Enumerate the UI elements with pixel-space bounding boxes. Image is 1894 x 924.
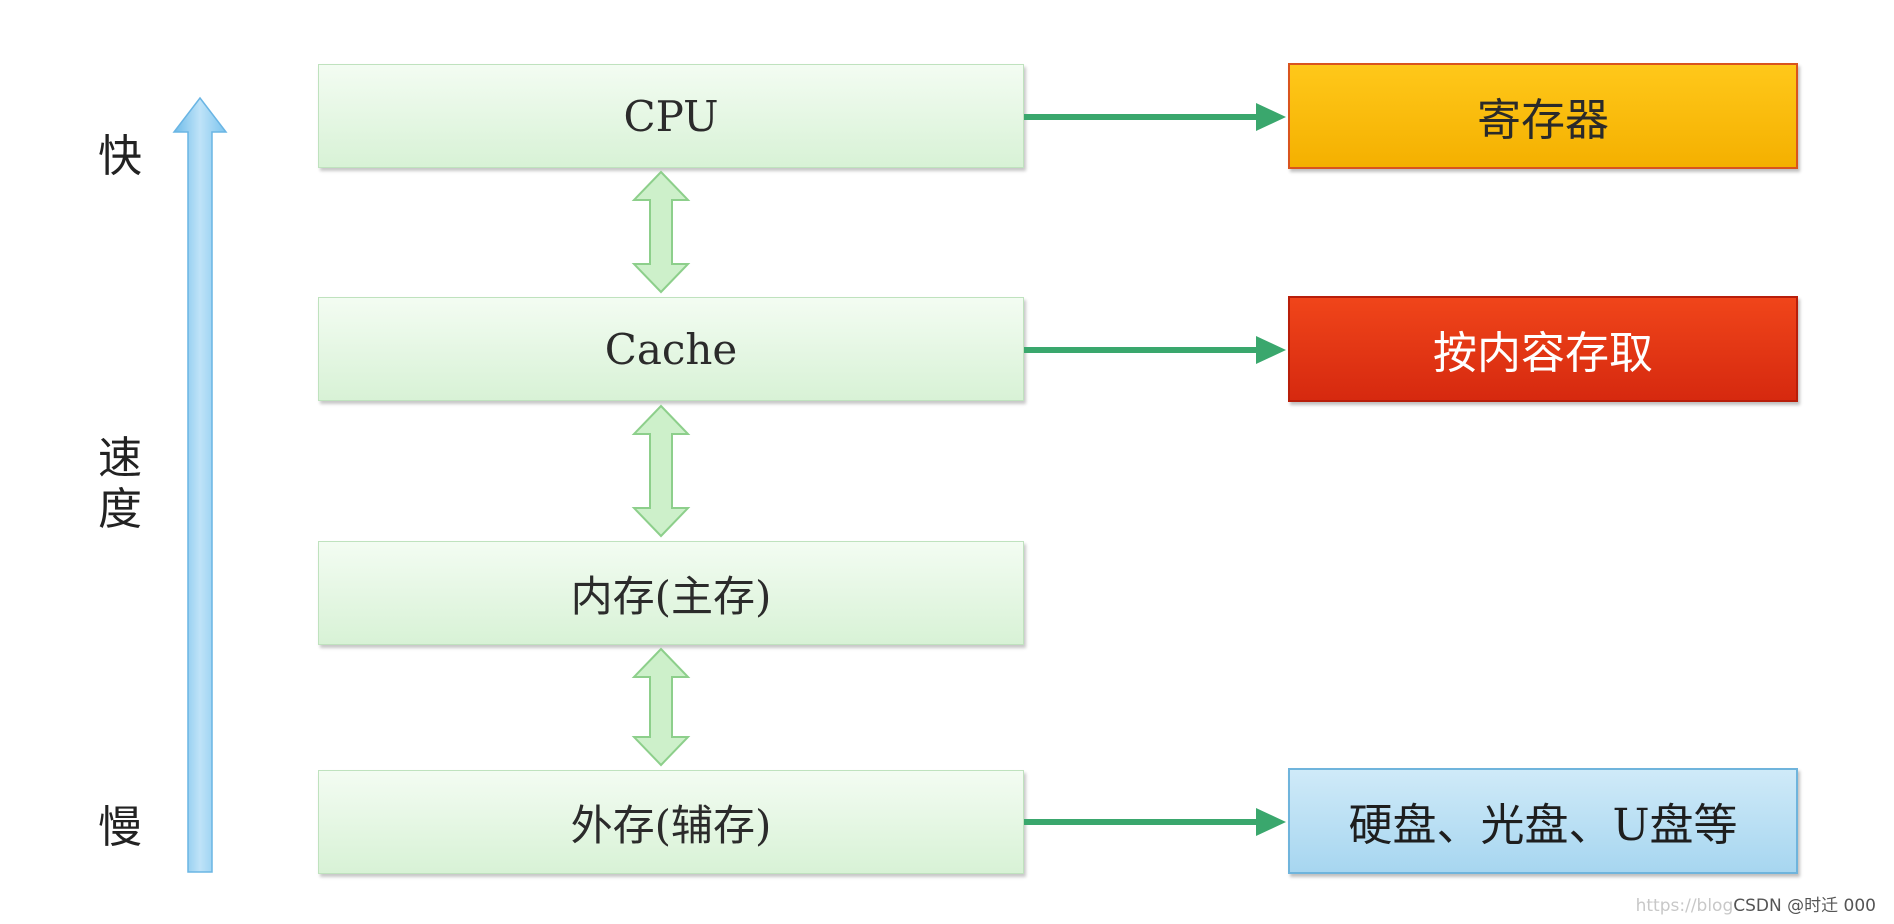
level-main-memory: 内存(主存) — [318, 541, 1024, 645]
watermark-text: CSDN @时迁 000 — [1733, 896, 1876, 916]
speed-label-char-2: 度 — [98, 483, 142, 535]
arrow-cache-to-note — [1024, 330, 1288, 370]
note-register: 寄存器 — [1288, 63, 1798, 169]
watermark-prefix: https://blog — [1635, 896, 1734, 916]
arrow-external-to-note — [1024, 802, 1288, 842]
note-content-addressable: 按内容存取 — [1288, 296, 1798, 402]
level-external-storage: 外存(辅存) — [318, 770, 1024, 874]
arrow-cpu-to-register — [1024, 97, 1288, 137]
speed-slow-label: 慢 — [98, 802, 142, 853]
level-cache: Cache — [318, 297, 1024, 401]
connector-memory-external — [630, 647, 692, 767]
speed-axis-label: 速 度 — [90, 433, 150, 535]
speed-label-char-1: 速 — [98, 433, 142, 484]
watermark: https://blogCSDN @时迁 000 — [1636, 891, 1876, 916]
connector-cache-memory — [630, 404, 692, 538]
level-cpu: CPU — [318, 64, 1024, 168]
note-external-devices: 硬盘、光盘、U盘等 — [1288, 768, 1798, 874]
speed-up-arrow — [170, 96, 230, 876]
speed-fast-label: 快 — [98, 131, 142, 182]
connector-cpu-cache — [630, 170, 692, 294]
